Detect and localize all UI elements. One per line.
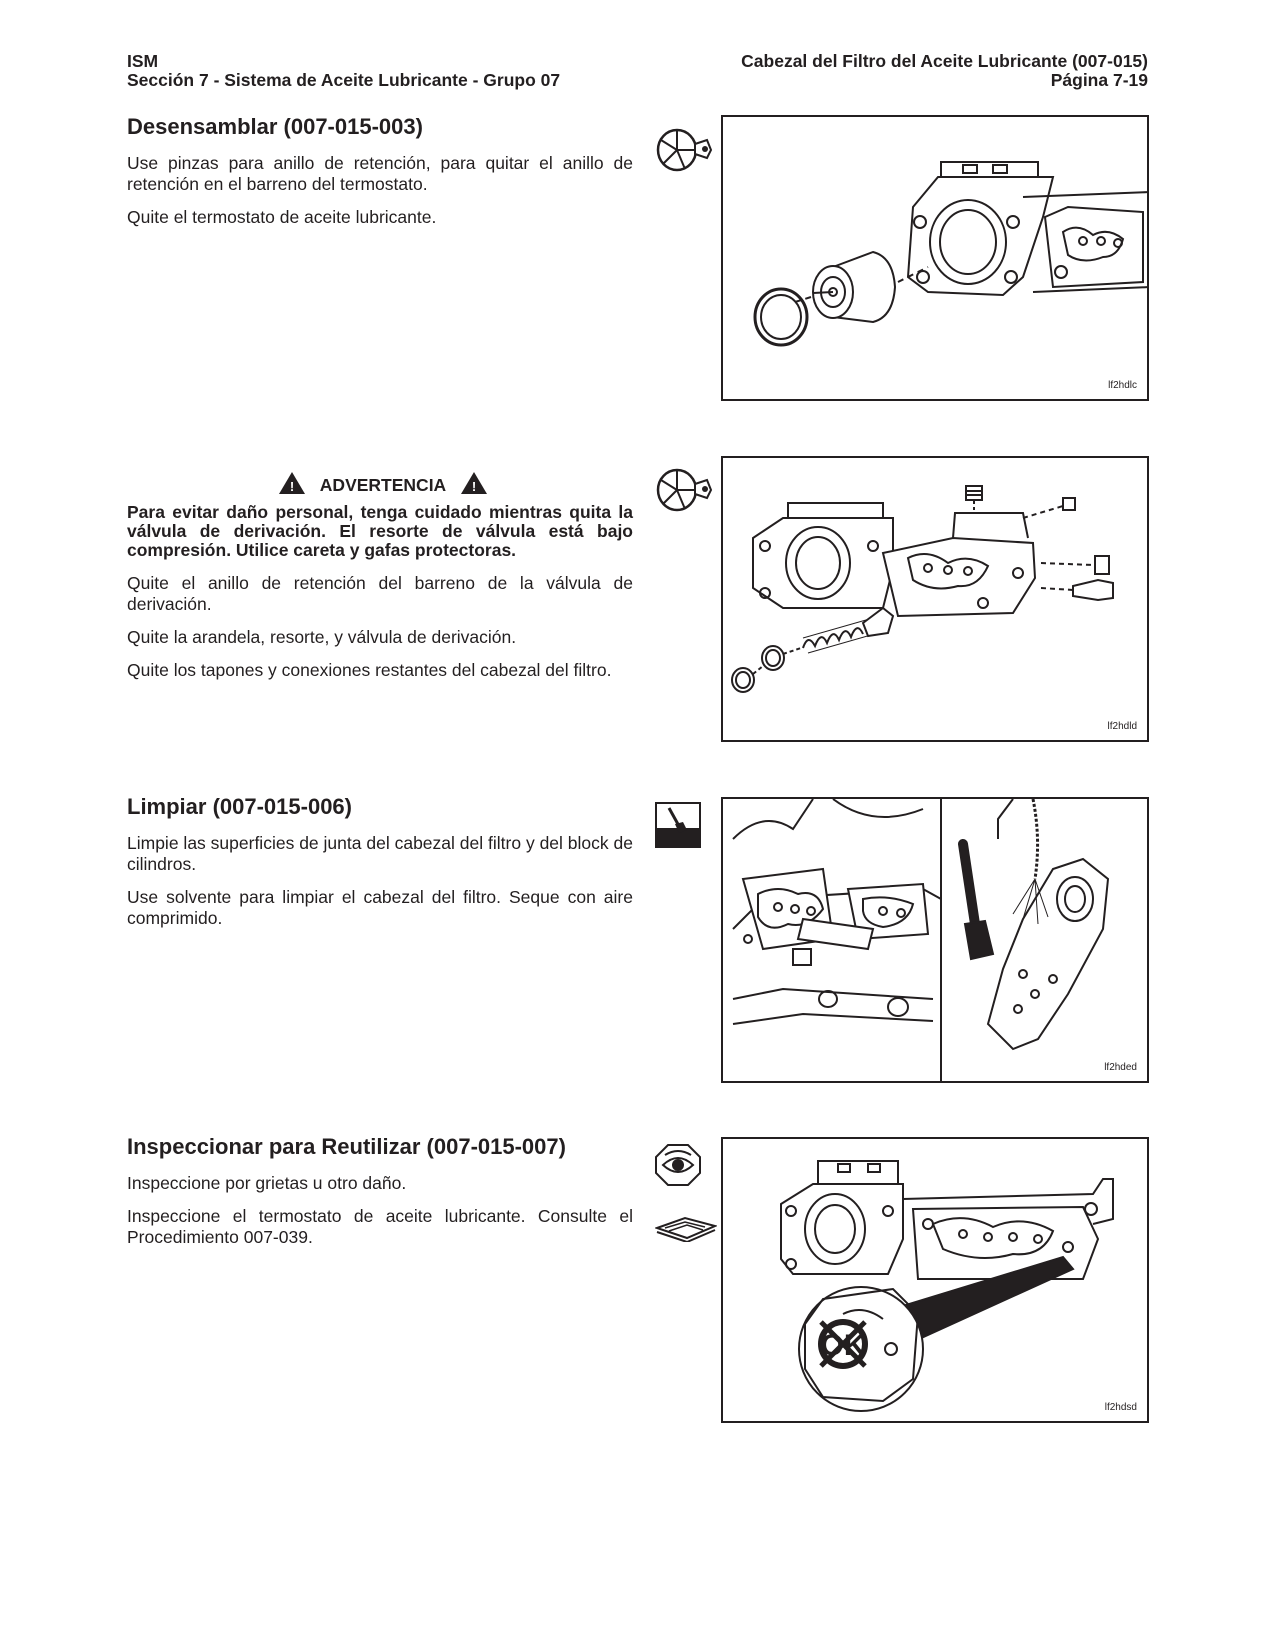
figure-id: lf2hded [1104, 1062, 1137, 1073]
disassemble-step-2: Quite el termostato de aceite lubricante… [127, 207, 437, 227]
brush-bucket-icon [655, 802, 701, 853]
procedure-name: Cabezal del Filtro del Aceite Lubricante… [741, 51, 1148, 71]
disassemble-step-1: Use pinzas para anillo de retención, par… [127, 153, 633, 194]
warning-triangle-icon: ! [278, 471, 306, 500]
inspect-text: Inspeccione por grietas u otro daño. Ins… [127, 1173, 633, 1260]
clean-step-1: Limpie las superficies de junta del cabe… [127, 833, 633, 874]
figure-cleaning: lf2hded [721, 797, 1149, 1083]
inspect-step-1: Inspeccione por grietas u otro daño. [127, 1173, 407, 1193]
warning-triangle-icon: ! [460, 471, 488, 500]
bypass-step-2: Quite la arandela, resorte, y válvula de… [127, 627, 517, 647]
page-number: Página 7-19 [1050, 70, 1148, 90]
eye-icon [655, 1143, 701, 1192]
wrench-pie-icon [655, 466, 713, 519]
bypass-step-3: Quite los tapones y conexiones restantes… [127, 660, 612, 680]
figure-thermostat-removal: lf2hdlc [721, 115, 1149, 401]
inspect-step-2: Inspeccione el termostato de aceite lubr… [127, 1206, 633, 1247]
inspect-heading: Inspeccionar para Reutilizar (007-015-00… [127, 1134, 566, 1159]
clean-heading: Limpiar (007-015-006) [127, 794, 352, 819]
svg-text:!: ! [290, 479, 294, 494]
book-icon [653, 1212, 719, 1247]
wrench-pie-icon [655, 126, 713, 179]
figure-id: lf2hdsd [1104, 1402, 1137, 1413]
figure-id: lf2hdld [1107, 721, 1137, 732]
disassemble-heading: Desensamblar (007-015-003) [127, 114, 423, 139]
svg-text:!: ! [472, 479, 476, 494]
clean-text: Limpie las superficies de junta del cabe… [127, 833, 633, 941]
figure-inspect-crack: OK lf2hdsd [721, 1137, 1149, 1423]
clean-step-2: Use solvente para limpiar el cabezal del… [127, 887, 633, 928]
bypass-step-1: Quite el anillo de retención del barreno… [127, 573, 633, 614]
warning-title: ! ADVERTENCIA ! [263, 471, 503, 500]
figure-id: lf2hdlc [1108, 380, 1137, 391]
page-header-right: Cabezal del Filtro del Aceite Lubricante… [741, 52, 1148, 90]
page-header-left: ISM Sección 7 - Sistema de Aceite Lubric… [127, 52, 560, 90]
warning-body: Para evitar daño personal, tenga cuidado… [127, 502, 633, 560]
warning-label: ADVERTENCIA [319, 474, 447, 495]
section-name: Sección 7 - Sistema de Aceite Lubricante… [127, 70, 561, 90]
manual-name: ISM [127, 51, 159, 71]
bypass-text: Quite el anillo de retención del barreno… [127, 573, 633, 693]
disassemble-text: Use pinzas para anillo de retención, par… [127, 153, 633, 240]
figure-bypass-valve-removal: lf2hdld [721, 456, 1149, 742]
